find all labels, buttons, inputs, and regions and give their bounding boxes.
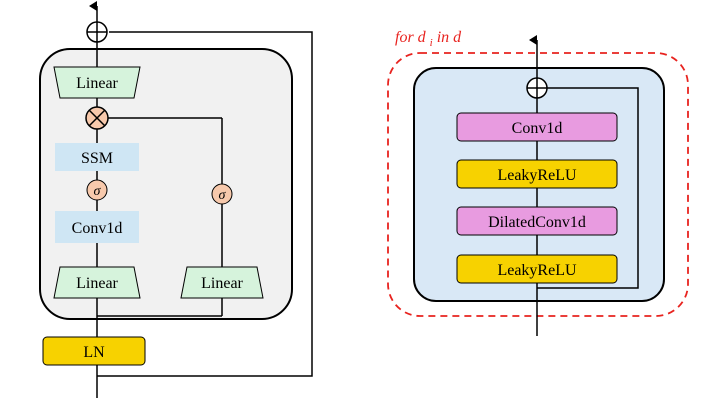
loop-label-subscript: i [430,37,433,49]
sigma-left-label: σ [94,184,102,199]
ssm-box [55,143,139,171]
sigma-left-icon [86,179,108,201]
stack-residual-connection [537,87,639,289]
conv1d-label: Conv1d [72,220,123,237]
ln-label: LN [83,344,105,361]
loop-label-suffix: in d [437,29,462,46]
dilatedconv1d-layer-box [456,206,618,236]
sigma-right-label: σ [219,188,227,203]
dilated-conv-block: for d i in d Conv1d LeakyReLU DilatedCon… [387,29,689,336]
mamba-block: Linear SSM σ Conv1d Linear σ Linear LN [39,1,313,398]
loop-border [387,52,689,317]
linear-bottom-right-label: Linear [201,275,243,292]
loop-label-prefix: for d [395,29,427,46]
conv1d-box [55,211,139,243]
ln-box [42,336,146,366]
leakyrelu-layer-box-2 [456,254,618,284]
leakyrelu-layer-label-2: LeakyReLU [497,262,577,279]
linear-bottom-left-label: Linear [76,275,118,292]
ssm-label: SSM [81,150,113,167]
leakyrelu-layer-box-1 [456,159,618,189]
sigma-right-icon [211,183,233,205]
linear-top-box [53,66,141,99]
conv1d-layer-box [456,112,618,142]
leakyrelu-layer-label-1: LeakyReLU [497,167,577,184]
residual-connection [97,31,313,377]
loop-label: for d i in d [395,29,462,50]
linear-bottom-left-box [53,266,141,299]
conv1d-layer-label: Conv1d [512,120,563,137]
linear-top-label: Linear [76,75,118,92]
linear-bottom-right-box [180,266,264,299]
dilatedconv1d-layer-label: DilatedConv1d [488,214,586,231]
